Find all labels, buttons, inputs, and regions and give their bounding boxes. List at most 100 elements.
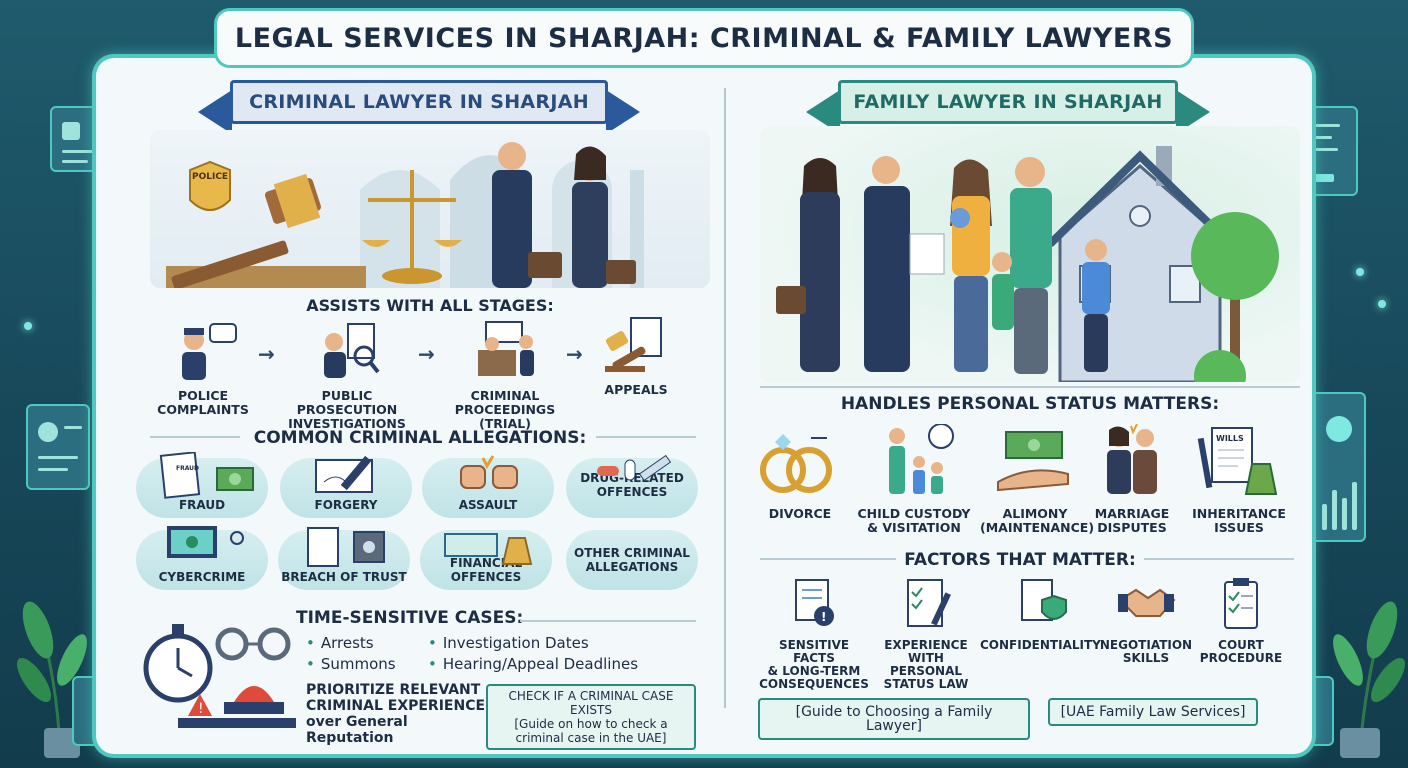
svg-text:!: !	[198, 701, 204, 717]
status-divorce: DIVORCE	[752, 424, 848, 521]
stage-line1: APPEALS	[604, 382, 668, 397]
stage-line2: COMPLAINTS	[157, 402, 249, 417]
time-item: Arrests	[306, 634, 396, 652]
courtroom-icon	[478, 321, 534, 376]
alarm-siren-icon: !	[178, 686, 296, 728]
allegation-cybercrime: CYBERCRIME	[136, 526, 268, 590]
alert-document-icon: !	[795, 579, 834, 626]
guide-family-lawyer-link[interactable]: [Guide to Choosing a Family Lawyer]	[758, 698, 1030, 740]
section-divider	[760, 558, 896, 560]
allegation-label: OTHER CRIMINAL	[574, 546, 690, 560]
status-marriage-disputes: MARRIAGE DISPUTES	[1086, 423, 1178, 535]
allegation-label-2: ALLEGATIONS	[585, 560, 679, 574]
parent-children-clock-icon	[889, 423, 954, 494]
ribbon-tail	[198, 90, 232, 134]
police-badge-label: POLICE	[192, 172, 229, 182]
ribbon-tail	[606, 90, 640, 134]
allegation-label: FORGERY	[314, 498, 378, 512]
appeal-gavel-icon	[605, 317, 662, 372]
factor-negotiation: NEGOTIATION SKILLS	[1098, 576, 1194, 665]
status-line2: DISPUTES	[1097, 520, 1167, 535]
allegation-label: BREACH OF TRUST	[281, 570, 407, 584]
status-heading: HANDLES PERSONAL STATUS MATTERS:	[840, 394, 1220, 414]
status-line1: DIVORCE	[768, 506, 832, 521]
factor-line1: CONFIDENTIALITY	[980, 638, 1101, 652]
time-list-1: Arrests Summons	[306, 634, 396, 676]
glow-dot	[1356, 268, 1364, 276]
plant-right-icon	[1333, 601, 1406, 758]
wills-label: WILLS	[1216, 434, 1244, 443]
factor-line3: CONSEQUENCES	[759, 677, 869, 691]
factor-line1: COURT	[1218, 638, 1264, 652]
priority-line1: PRIORITIZE RELEVANT	[306, 682, 481, 698]
stage-public-prosecution: PUBLIC PROSECUTION INVESTIGATIONS	[272, 320, 422, 431]
status-line2: ISSUES	[1214, 520, 1264, 535]
computer-lock-icon	[167, 526, 244, 558]
glow-dot	[1378, 300, 1386, 308]
stage-line2: INVESTIGATIONS	[288, 416, 406, 431]
page-title: LEGAL SERVICES IN SHARJAH: CRIMINAL & FA…	[214, 8, 1194, 68]
stage-appeals: APPEALS	[586, 314, 686, 397]
priority-line2: CRIMINAL EXPERIENCE	[306, 698, 486, 714]
allegation-label-2: OFFENCES	[596, 485, 668, 499]
family-banner: FAMILY LAWYER IN SHARJAH	[838, 80, 1178, 124]
handshake-icon	[1118, 588, 1176, 617]
factor-line1: SENSITIVE FACTS	[778, 638, 850, 665]
plant-left-icon	[16, 601, 87, 758]
criminal-illustration: POLICE	[150, 130, 710, 288]
forgery-pen-icon	[315, 455, 373, 493]
stage-line1: CRIMINAL	[470, 388, 540, 403]
check-link-line3: criminal case in the UAE]	[515, 731, 667, 745]
section-divider	[150, 436, 240, 438]
check-link-line2: [Guide on how to check a	[514, 717, 668, 731]
arrow-right-icon: →	[258, 342, 275, 366]
priority-line3: over General Reputation	[306, 714, 408, 746]
check-link-line1: CHECK IF A CRIMINAL CASE EXISTS	[508, 689, 674, 717]
status-inheritance: WILLS INHERITANCE ISSUES	[1186, 424, 1292, 535]
will-moneybag-icon	[1197, 427, 1278, 495]
safe-document-icon	[307, 527, 385, 567]
fists-icon	[460, 455, 518, 489]
uae-family-law-services-link[interactable]: [UAE Family Law Services]	[1048, 698, 1258, 726]
factors-heading: FACTORS THAT MATTER:	[904, 550, 1136, 570]
allegation-breach-of-trust: BREACH OF TRUST	[278, 527, 410, 590]
column-divider	[724, 88, 726, 708]
factor-line1: NEGOTIATION	[1099, 638, 1193, 652]
allegation-drug-related: DRUG-RELATED OFFENCES	[566, 454, 698, 518]
handcuffs-icon	[215, 627, 291, 661]
status-line2: & VISITATION	[867, 520, 961, 535]
time-item: Summons	[306, 655, 396, 673]
stages-heading: ASSISTS WITH ALL STAGES:	[306, 296, 554, 315]
time-item: Hearing/Appeal Deadlines	[428, 655, 638, 673]
factor-sensitive-facts: ! SENSITIVE FACTS & LONG-TERM CONSEQUENC…	[756, 576, 872, 691]
factor-confidentiality: CONFIDENTIALITY	[980, 576, 1101, 652]
allegation-assault: ASSAULT	[422, 455, 554, 518]
syringe-pills-icon	[597, 454, 672, 482]
factor-line2: PROCEDURE	[1199, 651, 1283, 665]
allegation-label: FRAUD	[178, 498, 226, 512]
stopwatch-icon	[143, 624, 213, 703]
checklist-pen-icon	[907, 579, 951, 627]
couple-dispute-icon	[1107, 423, 1157, 494]
side-profile-card-left-mid	[26, 404, 90, 490]
factor-court-procedure: COURT PROCEDURE	[1196, 576, 1286, 665]
investigation-icon	[324, 323, 380, 378]
factor-line1: EXPERIENCE	[884, 638, 968, 652]
side-chart-card-right	[1310, 392, 1366, 542]
allegation-financial-offences: FINANCIAL OFFENCES	[420, 530, 552, 590]
arrow-right-icon: →	[566, 342, 583, 366]
criminal-banner: CRIMINAL LAWYER IN SHARJAH	[230, 80, 608, 124]
time-list-2: Investigation Dates Hearing/Appeal Deadl…	[428, 634, 638, 676]
glow-dot	[24, 322, 32, 330]
shield-document-icon	[1021, 579, 1067, 621]
stage-criminal-proceedings: CRIMINAL PROCEEDINGS (TRIAL)	[430, 320, 580, 431]
family-illustration	[760, 126, 1300, 382]
stage-line1: POLICE	[177, 388, 229, 403]
stage-police-complaints: POLICE COMPLAINTS	[148, 320, 258, 417]
factor-experience: EXPERIENCE WITH PERSONAL STATUS LAW	[876, 576, 976, 691]
section-divider	[1144, 558, 1294, 560]
allegation-fraud: FRAUD FRAUD	[136, 452, 268, 518]
check-criminal-case-link[interactable]: CHECK IF A CRIMINAL CASE EXISTS [Guide o…	[486, 684, 696, 750]
stage-line2: PROCEEDINGS (TRIAL)	[454, 402, 556, 431]
allegation-forgery: FORGERY	[280, 455, 412, 518]
